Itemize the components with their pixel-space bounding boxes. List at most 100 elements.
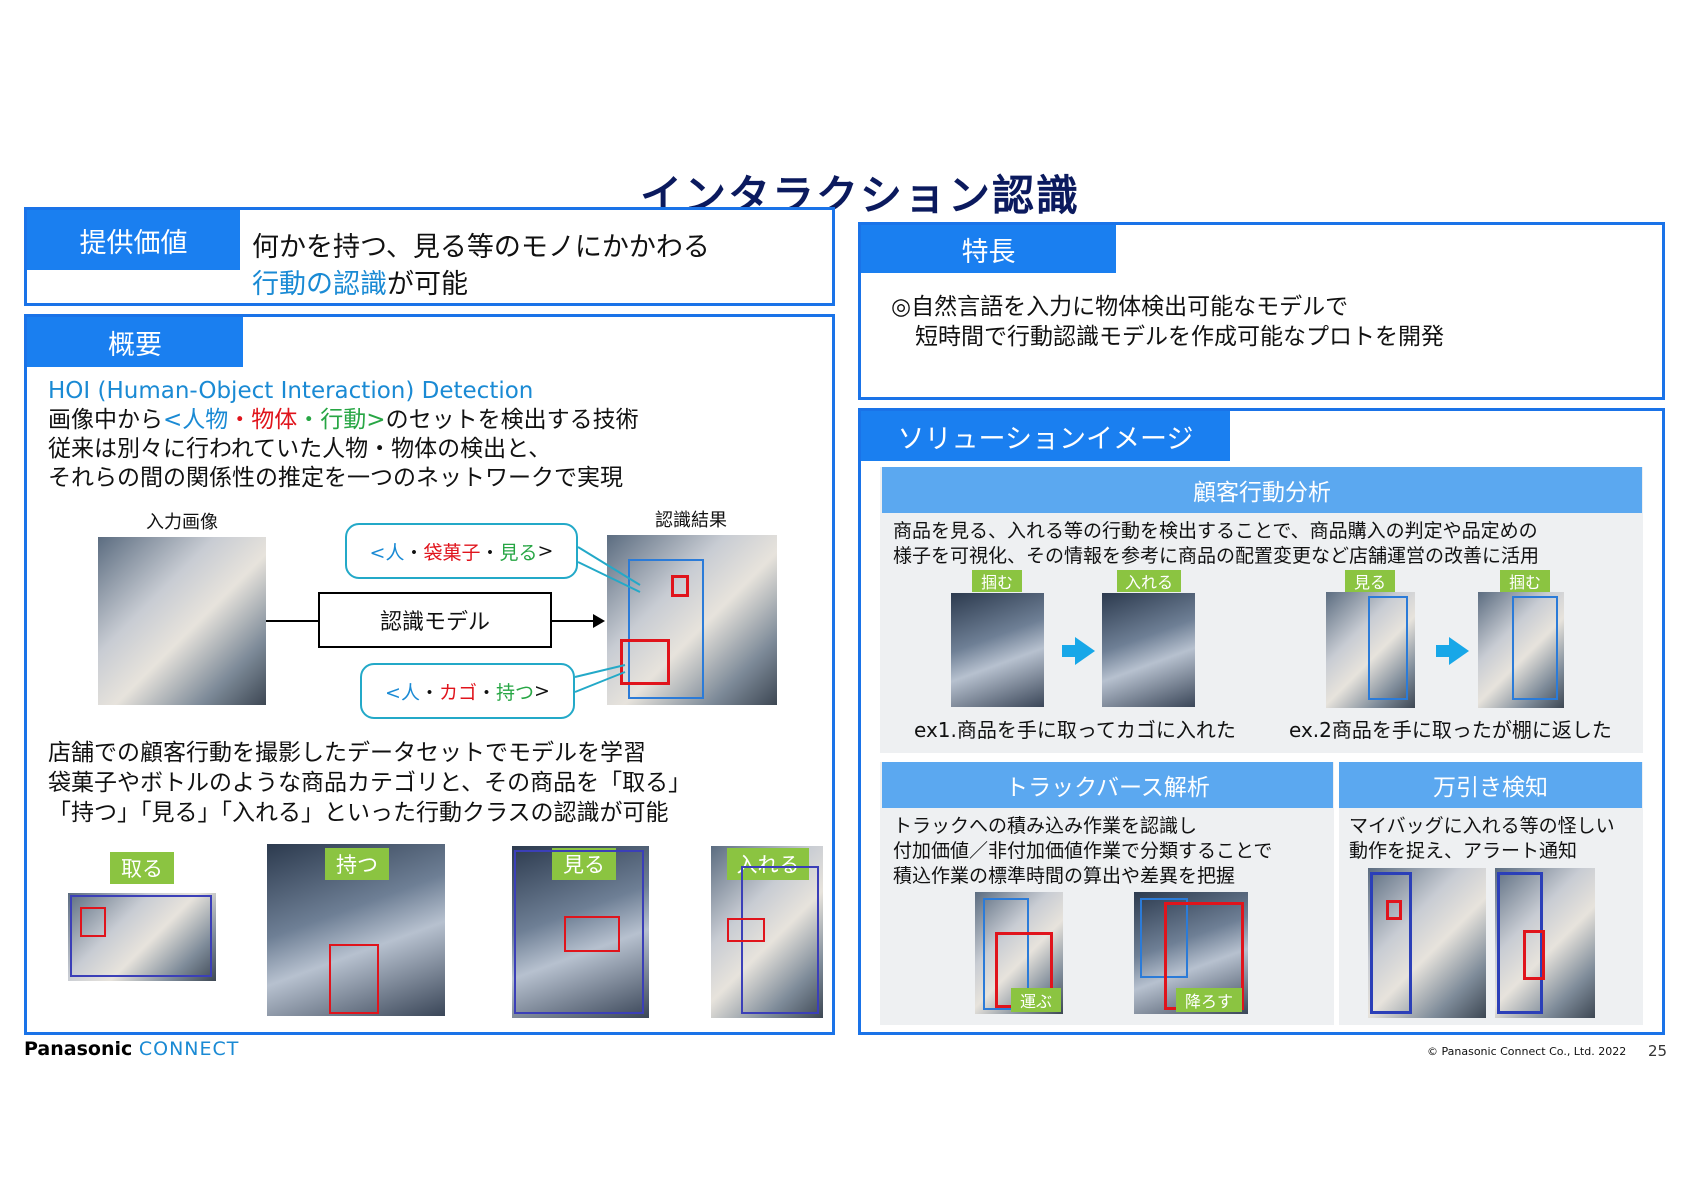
result-snack-box: [671, 575, 689, 597]
overview-line1-a: 画像中から: [48, 407, 163, 433]
callout1-dot2: ・: [480, 541, 500, 564]
callout2-person: <人: [385, 681, 420, 704]
model-box: 認識モデル: [318, 592, 552, 648]
customer-image-4: [1478, 592, 1564, 708]
customer-desc1: 商品を見る、入れる等の行動を検出することで、商品購入の判定や品定めの: [893, 520, 1538, 542]
put-object-box: [727, 918, 765, 942]
callout1-action: 見る: [499, 541, 538, 564]
customer-image-3: [1326, 592, 1415, 708]
customer3-person-box: [1368, 596, 1408, 700]
customer-image-1: [951, 593, 1044, 707]
solution-tab: ソリューションイメージ: [861, 411, 1230, 461]
look-object-box: [564, 916, 620, 952]
action-tag-hold: 持つ: [325, 848, 389, 880]
hoi-title: HOI (Human-Object Interaction) Detection: [48, 378, 534, 404]
truck-desc1: トラックへの積み込み作業を認識し: [893, 815, 1198, 837]
brand-connect: CONNECT: [138, 1038, 240, 1060]
callout1-end: >: [537, 540, 554, 562]
arrow-head: [593, 614, 605, 628]
action-tag-put: 入れる: [727, 848, 809, 880]
theft-desc1: マイバッグに入れる等の怪しい: [1349, 815, 1615, 837]
look-person-box: [514, 850, 644, 1014]
input-image-label: 入力画像: [146, 512, 218, 533]
take-object-box: [80, 907, 106, 937]
result-person-box: [628, 559, 704, 699]
theft-desc2: 動作を捉え、アラート通知: [1349, 840, 1578, 862]
theft2-object-box: [1523, 930, 1545, 980]
overview-tab: 概要: [27, 317, 243, 367]
overview-line2: 従来は別々に行われていた人物・物体の検出と、: [48, 436, 552, 462]
model-label: 認識モデル: [379, 610, 490, 635]
result-image: [607, 535, 777, 705]
customer-analysis-header: 顧客行動分析: [882, 467, 1642, 513]
customer-tag-grab2: 掴む: [1500, 570, 1550, 592]
value-line2-rest: が可能: [387, 269, 468, 300]
footer-logo: Panasonic CONNECT: [24, 1038, 239, 1060]
truck-image-unload: 降ろす: [1134, 892, 1248, 1014]
copyright: © Panasonic Connect Co., Ltd. 2022: [1427, 1045, 1627, 1058]
truck1-person-box: [983, 898, 1029, 1010]
callout2-end: >: [534, 680, 550, 702]
truck-desc2: 付加価値／非付加価値作業で分類することで: [893, 840, 1273, 862]
theft-image-1: [1368, 868, 1486, 1018]
connector-line-left: [266, 620, 318, 622]
hold-object-box: [329, 944, 379, 1014]
truck-image-carry: 運ぶ: [975, 892, 1063, 1014]
customer-example2: ex.2商品を手に取ったが棚に返した: [1289, 718, 1612, 742]
customer-arrow2-stem: [1436, 645, 1450, 657]
customer-arrow1-stem: [1062, 645, 1076, 657]
callout1-person: <人: [369, 541, 405, 564]
action-tag-take: 取る: [110, 852, 174, 884]
customer-tag-grab1: 掴む: [972, 570, 1022, 592]
connector-line-right: [552, 620, 596, 622]
overview-bottom1: 店舗での顧客行動を撮影したデータセットでモデルを学習: [48, 740, 646, 766]
callout2-dot1: ・: [419, 681, 439, 704]
customer-arrow1-icon: [1075, 637, 1095, 665]
value-highlight: 行動の認識: [252, 269, 387, 300]
value-tab: 提供価値: [27, 210, 240, 270]
features-line1: ◎自然言語を入力に物体検出可能なモデルで: [891, 294, 1349, 320]
callout1-object: 袋菓子: [423, 541, 481, 564]
theft1-person-box: [1370, 872, 1412, 1014]
customer4-person-box: [1512, 596, 1558, 700]
truck-desc3: 積込作業の標準時間の算出や差異を把握: [893, 865, 1236, 887]
truck-tag-carry: 運ぶ: [1011, 988, 1061, 1012]
take-person-box: [70, 895, 212, 977]
callout2-dot2: ・: [477, 681, 497, 704]
overview-bottom3: 「持つ」「見る」「入れる」といった行動クラスの認識が可能: [48, 800, 669, 826]
features-line2: 短時間で行動認識モデルを作成可能なプロトを開発: [915, 324, 1444, 350]
result-label: 認識結果: [655, 510, 727, 531]
theft2-person-box: [1497, 872, 1543, 1014]
overview-line1-object: ・物体: [228, 407, 298, 433]
features-tab: 特長: [861, 225, 1116, 273]
page-number: 25: [1648, 1042, 1668, 1060]
callout-hold-basket: <人・カゴ・持つ>: [360, 663, 575, 719]
callout1-dot1: ・: [404, 541, 424, 564]
value-line1: 何かを持つ、見る等のモノにかかわる: [252, 232, 710, 263]
customer-tag-put: 入れる: [1117, 570, 1181, 592]
action-image-look: 見る: [512, 846, 649, 1018]
truck-analysis-header: トラックバース解析: [882, 762, 1333, 808]
overview-line3: それらの間の関係性の推定を一つのネットワークで実現: [48, 465, 623, 491]
customer-desc2: 様子を可視化、その情報を参考に商品の配置変更など店舗運営の改善に活用: [893, 545, 1540, 567]
overview-line1-person: <人物: [163, 407, 229, 433]
theft-detection-header: 万引き検知: [1339, 762, 1642, 808]
theft-image-2: [1495, 868, 1595, 1018]
overview-line1-action: ・行動>: [297, 407, 386, 433]
input-image: [98, 537, 266, 705]
value-line2: 行動の認識が可能: [252, 270, 468, 300]
brand-panasonic: Panasonic: [24, 1038, 133, 1060]
callout2-object: カゴ: [438, 681, 477, 704]
action-image-put: 入れる: [711, 846, 823, 1018]
customer-tag-look: 見る: [1345, 570, 1395, 592]
customer-example1: ex1.商品を手に取ってカゴに入れた: [914, 718, 1236, 742]
action-image-take: [68, 893, 216, 981]
action-tag-look: 見る: [552, 848, 616, 880]
overview-line1-e: のセットを検出する技術: [385, 407, 639, 433]
result-basket-box: [620, 639, 670, 685]
action-image-hold: 持つ: [267, 844, 445, 1016]
callout-see-snack: <人・袋菓子・見る>: [345, 523, 578, 579]
truck-tag-unload: 降ろす: [1176, 988, 1242, 1012]
overview-line1: 画像中から<人物・物体・行動>のセットを検出する技術: [48, 405, 639, 435]
